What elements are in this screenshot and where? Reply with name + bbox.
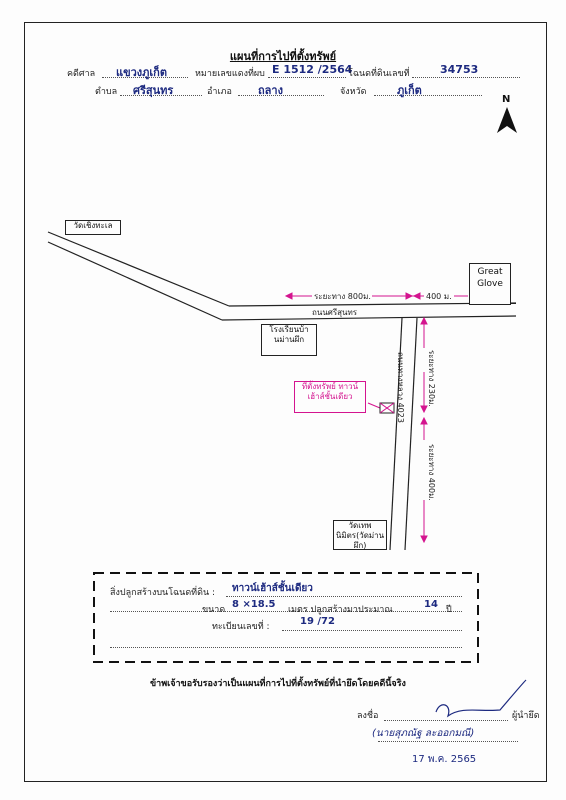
age-label: เมตร ปลูกสร้างมาประมาณ bbox=[288, 605, 393, 615]
name-line bbox=[378, 741, 518, 742]
sign-date: 17 พ.ค. 2565 bbox=[412, 754, 477, 765]
district-label: อำเภอ bbox=[207, 87, 232, 97]
sign-label: ลงชื่อ bbox=[357, 711, 379, 721]
court-label: คดีศาล bbox=[67, 69, 96, 79]
reg-line bbox=[282, 630, 462, 631]
building-line-2 bbox=[110, 611, 462, 612]
north-arrow-icon bbox=[497, 107, 517, 133]
size-label: ขนาด bbox=[202, 605, 226, 615]
subdistrict-value: ศรีสุนทร bbox=[133, 84, 174, 97]
role-label: ผู้นำยึด bbox=[512, 711, 540, 721]
certification-text: ข้าพเจ้าขอรับรองว่าเป็นแผนที่การไปที่ตั้… bbox=[150, 679, 406, 689]
age-unit: ปี bbox=[446, 605, 452, 615]
size-value: 8 ×18.5 bbox=[232, 599, 276, 610]
deed-value: 34753 bbox=[440, 63, 479, 76]
subdistrict-line bbox=[120, 95, 202, 96]
info-box-border bbox=[93, 572, 479, 663]
page-frame bbox=[24, 22, 547, 782]
case-value: E 1512 /2564 bbox=[272, 63, 353, 76]
case-line bbox=[268, 77, 346, 78]
case-label: หมายเลขแดงที่ผบ bbox=[195, 69, 265, 79]
distance-arrows bbox=[284, 292, 468, 544]
reg-value: 19 /72 bbox=[300, 616, 335, 627]
signature-line bbox=[384, 720, 508, 721]
distance-800-label: ระยะทาง 800ม. bbox=[314, 292, 371, 301]
temple-top-label: วัดเชิงทะเล bbox=[65, 220, 121, 235]
district-value: ถลาง bbox=[258, 84, 283, 97]
province-label: จังหวัด bbox=[340, 87, 367, 97]
deed-label: โฉนดที่ดินเลขที่ bbox=[348, 69, 410, 79]
road-lines bbox=[47, 231, 517, 551]
court-line bbox=[102, 77, 188, 78]
building-value: ทาวน์เฮ้าส์ชั้นเดียว bbox=[232, 583, 313, 594]
school-label: โรงเรียนบ้านม่านผึก bbox=[261, 324, 317, 356]
main-road-label: ถนนศรีสุนทร bbox=[312, 308, 358, 317]
great-glove-label: Great Glove bbox=[469, 263, 511, 305]
subdistrict-label: ตำบล bbox=[95, 87, 118, 97]
deed-line bbox=[412, 77, 520, 78]
signer-name: (นายสุภณัฐ ละออกมณี) bbox=[372, 728, 475, 739]
building-label: สิ่งปลูกสร้างบนโฉนดที่ดิน : bbox=[110, 588, 215, 598]
signature-scribble bbox=[435, 679, 527, 718]
district-line bbox=[238, 95, 324, 96]
distance-400-label: 400 ม. bbox=[426, 292, 452, 301]
building-line bbox=[226, 596, 462, 597]
property-label: ที่ตั้งทรัพย์ ทาวน์เฮ้าส์ชั้นเดียว bbox=[294, 381, 366, 413]
distance-side-400-label: ระยะทาง 400ม. bbox=[427, 444, 436, 501]
age-value: 14 bbox=[424, 599, 438, 610]
reg-line-2 bbox=[110, 647, 462, 648]
province-value: ภูเก็ต bbox=[397, 84, 422, 97]
distance-230-label: ระยะทาง 230ม. bbox=[427, 350, 436, 407]
province-line bbox=[374, 95, 482, 96]
side-road-label: ถนนทางหลวง 4023 bbox=[396, 352, 405, 423]
court-value: แขวงภูเก็ต bbox=[116, 66, 167, 79]
temple-bottom-label: วัดเทพนิมิตร(วัดม่านผึก) bbox=[333, 520, 387, 550]
page-title: แผนที่การไปที่ตั้งทรัพย์ bbox=[229, 50, 337, 63]
north-label: N bbox=[502, 94, 511, 105]
reg-label: ทะเบียนเลขที่ : bbox=[212, 622, 270, 632]
property-marker-icon bbox=[379, 402, 395, 414]
